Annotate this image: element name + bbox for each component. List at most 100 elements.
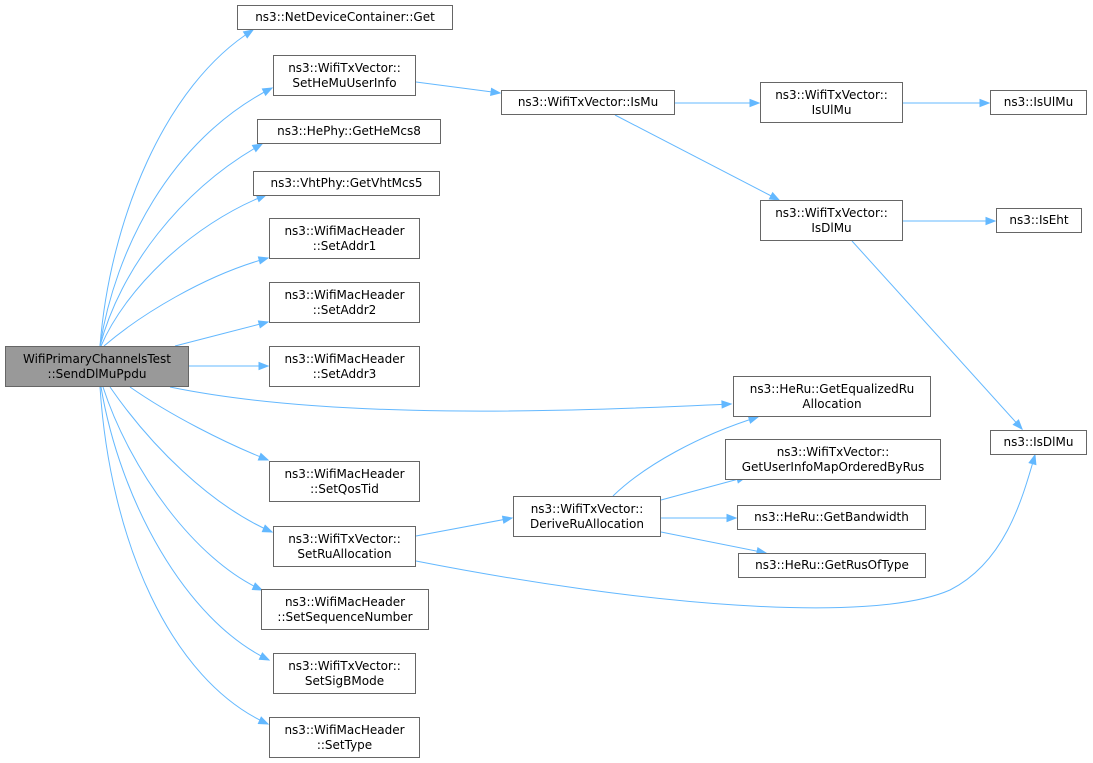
- node-label-line: SetHeMuUserInfo: [292, 75, 397, 90]
- node-netdevicecontainer-get[interactable]: ns3::NetDeviceContainer::Get: [237, 5, 453, 30]
- node-heru-getrusoftype[interactable]: ns3::HeRu::GetRusOfType: [738, 553, 926, 578]
- edge-arrowhead: [747, 415, 760, 424]
- node-isulmu[interactable]: ns3::IsUlMu: [990, 90, 1087, 115]
- node-label-line: GetUserInfoMapOrderedByRus: [741, 459, 925, 474]
- node-label-line: ::SetQosTid: [310, 481, 379, 496]
- edge-arrowhead: [768, 191, 781, 201]
- node-wifimacheader-setaddr2[interactable]: ns3::WifiMacHeader ::SetAddr2: [269, 282, 420, 323]
- node-label-line: ns3::WifiMacHeader: [284, 594, 406, 609]
- edge-arrowhead: [257, 320, 270, 329]
- node-label-line: ::SetAddr1: [312, 238, 377, 253]
- edge-arrowhead: [726, 513, 738, 523]
- node-label-line: ns3::WifiTxVector::: [775, 87, 888, 102]
- edge-arrowhead: [721, 400, 733, 409]
- node-label-line: ns3::VhtPhy::GetVhtMcs5: [270, 176, 423, 190]
- node-label-line: ns3::WifiTxVector::: [530, 501, 644, 516]
- edge-arrowhead: [258, 361, 270, 371]
- edge-n_ismu-to-n_isdlmu_v: [614, 114, 780, 201]
- edge-root-to-n_hemcs8: [99, 143, 263, 347]
- edge-arrowhead: [257, 716, 270, 725]
- node-wifimacheader-setsequencenumber[interactable]: ns3::WifiMacHeader ::SetSequenceNumber: [261, 589, 429, 630]
- node-label-line: ns3::HeRu::GetRusOfType: [755, 558, 909, 572]
- node-label-line: ns3::HeRu::GetBandwidth: [754, 510, 909, 524]
- node-label-line: SetRuAllocation: [297, 546, 392, 561]
- node-label-line: ns3::WifiTxVector::: [288, 658, 401, 673]
- node-wifitxvector-ismu[interactable]: ns3::WifiTxVector::IsMu: [501, 90, 675, 115]
- node-label-line: WifiPrimaryChannelsTest: [22, 351, 171, 366]
- edge-arrowhead: [261, 524, 274, 533]
- edge-n_derive-to-n_userinfo: [660, 476, 747, 501]
- edge-root-to-n_addr2: [174, 321, 269, 347]
- node-wifimacheader-setqostid[interactable]: ns3::WifiMacHeader ::SetQosTid: [269, 461, 420, 502]
- edge-arrowhead: [257, 256, 270, 265]
- node-wifitxvector-sethemuuserinfo[interactable]: ns3::WifiTxVector:: SetHeMuUserInfo: [273, 55, 416, 96]
- node-label-line: ::SetAddr2: [312, 302, 377, 317]
- edge-arrowhead: [985, 216, 997, 226]
- node-label-line: ns3::WifiMacHeader: [284, 287, 405, 302]
- node-label-line: ns3::WifiTxVector::IsMu: [517, 95, 659, 109]
- node-label-line: ns3::NetDeviceContainer::Get: [255, 10, 435, 24]
- edge-root-to-n_sethemu: [99, 87, 273, 347]
- edge-root-to-n_equalized: [169, 386, 732, 412]
- edge-arrowhead: [242, 29, 255, 39]
- edge-n_setru-to-n_derive: [415, 517, 513, 537]
- edge-arrowhead: [251, 143, 264, 153]
- node-label-line: ::SetAddr3: [312, 366, 377, 381]
- node-heru-getbandwidth[interactable]: ns3::HeRu::GetBandwidth: [737, 505, 926, 530]
- node-label-line: IsUlMu: [811, 102, 852, 117]
- node-wifimacheader-setaddr1[interactable]: ns3::WifiMacHeader ::SetAddr1: [269, 218, 420, 259]
- edge-arrowhead: [251, 582, 264, 591]
- node-label-line: IsDlMu: [811, 220, 852, 235]
- node-wifitxvector-setruallocation[interactable]: ns3::WifiTxVector:: SetRuAllocation: [273, 526, 416, 567]
- edge-n_derive-to-n_equalized: [612, 416, 759, 497]
- edge-root-to-n_settype: [99, 386, 269, 725]
- node-label-line: ns3::WifiMacHeader: [284, 351, 405, 366]
- node-label-line: SetSigBMode: [304, 673, 385, 688]
- edge-arrowhead: [501, 515, 514, 524]
- node-label-line: ns3::WifiTxVector::: [288, 60, 401, 75]
- node-wifitxvector-deriveruallocation[interactable]: ns3::WifiTxVector:: DeriveRuAllocation: [513, 496, 661, 537]
- node-label-line: ns3::WifiTxVector::: [775, 205, 888, 220]
- node-label-line: ::SendDlMuPpdu: [47, 366, 147, 381]
- edge-arrowhead: [1028, 453, 1037, 466]
- node-label-line: ns3::IsDlMu: [1003, 435, 1074, 449]
- node-wifitxvector-getuserinfomaporderedbyrus[interactable]: ns3::WifiTxVector:: GetUserInfoMapOrdere…: [725, 439, 941, 480]
- node-label-line: ::SetSequenceNumber: [277, 609, 413, 624]
- edge-arrowhead: [258, 652, 271, 661]
- node-label-line: ns3::IsEht: [1009, 213, 1069, 227]
- node-iseht[interactable]: ns3::IsEht: [996, 208, 1082, 233]
- node-label-line: ::SetType: [316, 737, 373, 752]
- node-label-line: ns3::WifiTxVector::: [288, 531, 401, 546]
- node-label-line: ns3::WifiMacHeader: [284, 223, 405, 238]
- edge-root-to-n_qostid: [129, 386, 269, 461]
- edge-arrowhead: [257, 452, 270, 461]
- edge-arrowhead: [979, 98, 991, 108]
- node-label-line: ns3::WifiTxVector::: [776, 444, 890, 459]
- node-wifimacheader-setaddr3[interactable]: ns3::WifiMacHeader ::SetAddr3: [269, 346, 420, 387]
- edge-root-to-n_get: [99, 29, 254, 347]
- node-label-line: Allocation: [802, 396, 862, 411]
- node-isdlmu[interactable]: ns3::IsDlMu: [990, 430, 1087, 455]
- edge-n_sethemu-to-n_ismu: [415, 81, 501, 94]
- node-label-line: ns3::WifiMacHeader: [284, 466, 405, 481]
- edge-arrowhead: [1012, 419, 1023, 431]
- node-wifitxvector-setsigbmode[interactable]: ns3::WifiTxVector:: SetSigBMode: [273, 653, 416, 694]
- edge-root-to-n_seqnum: [102, 386, 263, 591]
- node-label-line: ns3::WifiMacHeader: [284, 722, 405, 737]
- node-wifitxvector-isdlmu[interactable]: ns3::WifiTxVector:: IsDlMu: [760, 200, 903, 241]
- edge-arrowhead: [490, 87, 502, 96]
- node-vhtphy-getvhtmcs5[interactable]: ns3::VhtPhy::GetVhtMcs5: [253, 171, 440, 196]
- edge-root-to-n_vhtmcs5: [100, 194, 267, 347]
- node-label-line: ns3::HeRu::GetEqualizedRu: [749, 381, 915, 396]
- edge-root-to-n_addr1: [103, 257, 269, 347]
- node-hephy-gethemcs8[interactable]: ns3::HePhy::GetHeMcs8: [257, 119, 441, 144]
- edge-root-to-n_setru: [109, 386, 273, 533]
- edge-n_derive-to-n_rusoftype: [660, 531, 767, 554]
- node-heru-getequalizedruallocation[interactable]: ns3::HeRu::GetEqualizedRu Allocation: [733, 376, 931, 417]
- node-label-line: ns3::IsUlMu: [1003, 95, 1074, 109]
- node-wifitxvector-isulmu[interactable]: ns3::WifiTxVector:: IsUlMu: [760, 82, 903, 123]
- node-wifimacheader-settype[interactable]: ns3::WifiMacHeader ::SetType: [269, 717, 420, 758]
- edge-n_isdlmu_v-to-n_isdlmu: [851, 240, 1023, 430]
- edge-arrowhead: [261, 87, 274, 97]
